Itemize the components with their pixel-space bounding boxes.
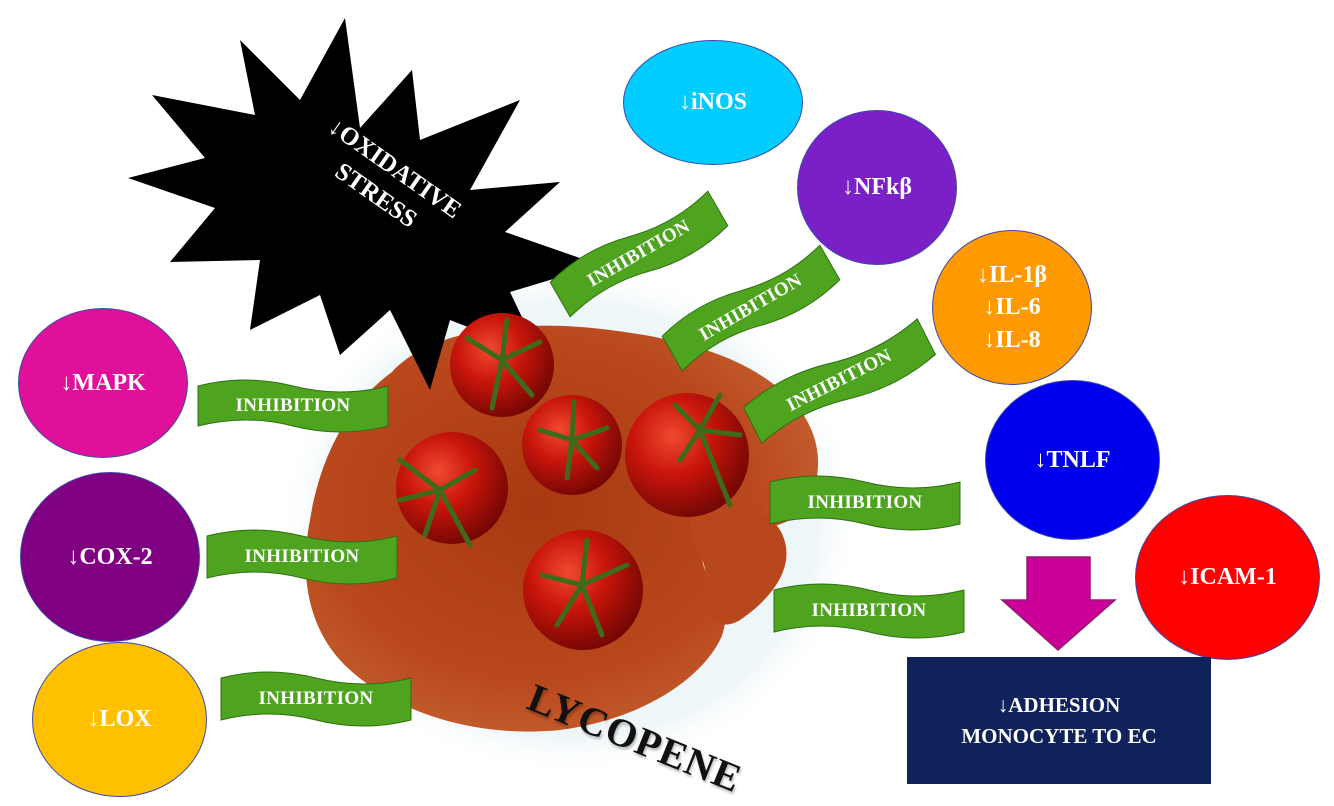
il6-label: ↓IL-6: [983, 294, 1041, 321]
oxidative-stress-burst: [128, 18, 600, 390]
inhibition-banner-icam: INHIBITION: [773, 582, 965, 640]
tomato-4: [625, 392, 749, 517]
interleukin-circle: ↓IL-1β ↓IL-6 ↓IL-8: [932, 230, 1092, 385]
adhesion-line1: ↓ADHESION: [997, 693, 1121, 718]
down-arrow: [1000, 556, 1117, 652]
inhibition-banner-cox2: INHIBITION: [206, 528, 398, 586]
il1b-label: ↓IL-1β: [977, 261, 1047, 288]
tomato-2: [522, 395, 622, 495]
icam-circle: ↓ICAM-1: [1135, 495, 1320, 660]
inos-circle: ↓iNOS: [623, 40, 803, 165]
inhibition-banner-nfkb: INHIBITION: [659, 240, 843, 376]
inhibition-label-icam: INHIBITION: [811, 600, 927, 621]
inhibition-banner-interleukins: INHIBITION: [741, 314, 938, 449]
cox2-label: ↓COX-2: [67, 543, 153, 570]
inhibition-banner-lox: INHIBITION: [220, 670, 412, 728]
icam-label: ↓ICAM-1: [1178, 564, 1277, 591]
inhibition-label-mapk: INHIBITION: [235, 395, 351, 416]
nfkb-label: ↓NFkβ: [842, 174, 912, 201]
nfkb-circle: ↓NFkβ: [797, 110, 957, 265]
tnlf-label: ↓TNLF: [1034, 446, 1111, 473]
tomato-5: [523, 530, 643, 650]
inhibition-label-cox2: INHIBITION: [244, 546, 360, 567]
il8-label: ↓IL-8: [983, 326, 1041, 353]
adhesion-line2: MONOCYTE TO EC: [961, 723, 1157, 748]
cox2-circle: ↓COX-2: [20, 472, 200, 642]
inhibition-banner-tnlf: INHIBITION: [769, 474, 961, 532]
mapk-label: ↓MAPK: [60, 369, 146, 396]
inos-label: ↓iNOS: [678, 89, 747, 116]
adhesion-box: ↓ADHESION MONOCYTE TO EC: [907, 657, 1211, 784]
tomato-1: [450, 313, 554, 417]
inhibition-banner-inos: INHIBITION: [547, 186, 731, 322]
powder-arm: [690, 506, 787, 625]
tomato-3: [396, 432, 508, 548]
tnlf-circle: ↓TNLF: [985, 380, 1160, 540]
mapk-circle: ↓MAPK: [18, 308, 188, 458]
inhibition-label-tnlf: INHIBITION: [807, 492, 923, 513]
inhibition-banner-mapk: INHIBITION: [197, 378, 389, 434]
inhibition-label-lox: INHIBITION: [258, 688, 374, 709]
lox-circle: ↓LOX: [32, 642, 207, 797]
lox-label: ↓LOX: [87, 706, 152, 733]
